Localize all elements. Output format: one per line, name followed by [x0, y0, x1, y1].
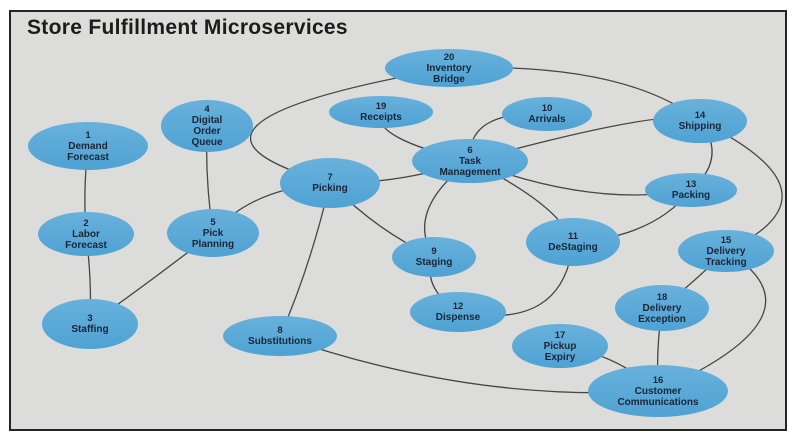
- node-label-line: Staging: [415, 257, 453, 268]
- node-label-line: Picking: [312, 183, 348, 194]
- node-label-line: Forecast: [67, 151, 109, 163]
- node-number: 18: [656, 291, 668, 303]
- node-label-line: Task: [458, 155, 482, 167]
- node-label-line: Tracking: [705, 256, 747, 268]
- node-label-line: Pickup: [543, 340, 577, 352]
- node-number: 20: [443, 51, 455, 63]
- node-number: 7: [327, 172, 333, 183]
- node-number: 19: [375, 101, 387, 112]
- node-label-line: Expiry: [544, 351, 576, 363]
- node-number: 2: [83, 217, 89, 229]
- node-number: 11: [567, 231, 579, 242]
- node-label-line: Pick: [202, 227, 224, 239]
- node-label-line: Delivery: [642, 302, 682, 314]
- node-label-line: Packing: [671, 190, 711, 201]
- node-label-line: Labor: [72, 228, 100, 240]
- node-number: 17: [554, 329, 566, 341]
- node-label-line: Exception: [638, 313, 686, 325]
- node-number: 6: [467, 144, 473, 156]
- node-number: 13: [685, 179, 697, 190]
- node-label-line: DeStaging: [548, 242, 598, 253]
- node-label-line: Substitutions: [248, 336, 312, 347]
- node-number: 3: [87, 313, 93, 324]
- node-number: 14: [694, 110, 706, 121]
- node-label-line: Bridge: [433, 73, 465, 85]
- node-label-line: Queue: [191, 137, 223, 148]
- node-number: 12: [452, 301, 464, 312]
- node-label-line: Order: [193, 126, 221, 137]
- node-number: 16: [652, 374, 664, 386]
- node-label-line: Receipts: [360, 112, 402, 123]
- node-number: 5: [210, 216, 216, 228]
- node-label-line: Forecast: [65, 239, 107, 251]
- node-number: 4: [204, 104, 210, 115]
- node-label-line: Communications: [617, 396, 699, 408]
- node-label-line: Staffing: [71, 324, 109, 335]
- node-label-line: Arrivals: [528, 114, 566, 125]
- node-number: 15: [720, 234, 732, 246]
- node-label-line: Delivery: [706, 245, 746, 257]
- node-label-line: Shipping: [678, 121, 722, 132]
- node-label-line: Digital: [191, 115, 223, 126]
- diagram-title: Store Fulfillment Microservices: [27, 16, 348, 39]
- node-number: 10: [541, 103, 553, 114]
- node-label-line: Customer: [634, 385, 682, 397]
- node-label-line: Demand: [68, 140, 108, 152]
- node-label-line: Planning: [191, 238, 235, 250]
- node-number: 1: [85, 129, 91, 141]
- node-label-line: Inventory: [426, 62, 472, 74]
- node-number: 8: [277, 325, 283, 336]
- node-number: 9: [431, 246, 437, 257]
- node-label-line: Management: [439, 166, 501, 178]
- node-label-line: Dispense: [435, 312, 481, 323]
